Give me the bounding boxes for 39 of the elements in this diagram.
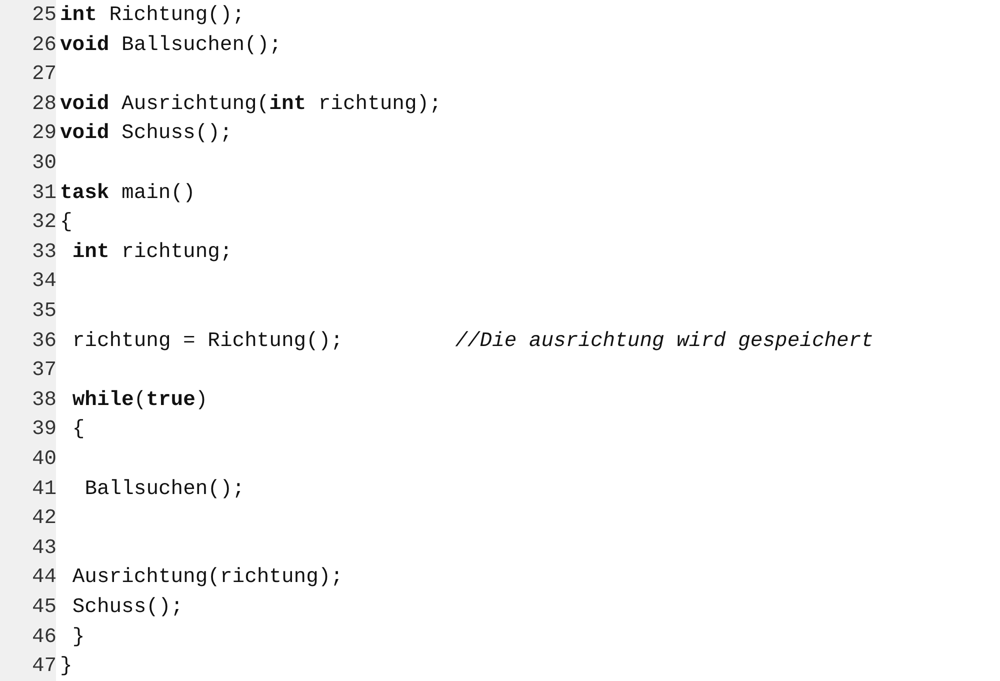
- code-line: void Schuss();: [60, 122, 232, 146]
- line-number: 27: [32, 63, 57, 88]
- line-number: 38: [32, 388, 57, 413]
- line-number: 44: [32, 566, 57, 590]
- line-number: 31: [32, 182, 57, 206]
- code-line: richtung = Richtung();: [72, 330, 343, 354]
- line-number: 47: [32, 655, 57, 680]
- line-number: 46: [32, 626, 57, 650]
- code-line: }: [72, 626, 85, 650]
- line-number: 34: [32, 270, 57, 294]
- line-number: 29: [32, 122, 57, 146]
- code-line: void Ausrichtung(int richtung);: [60, 92, 442, 117]
- code-line: Ballsuchen();: [84, 478, 245, 502]
- code-comment: //Die ausrichtung wird gespeichert: [455, 330, 874, 354]
- line-number: 41: [32, 478, 57, 502]
- line-number: 37: [32, 359, 57, 384]
- line-number: 39: [32, 418, 57, 442]
- line-number: 42: [32, 507, 57, 532]
- code-line: void Ballsuchen();: [60, 34, 282, 58]
- code-line: }: [60, 655, 72, 680]
- code-line: Schuss();: [72, 596, 184, 620]
- line-number: 25: [32, 4, 57, 28]
- line-number: 36: [32, 330, 57, 354]
- line-number: 26: [32, 34, 57, 58]
- code-line: int Richtung();: [60, 4, 245, 28]
- line-number: 30: [32, 152, 57, 176]
- code-line: task main(): [60, 182, 196, 206]
- line-number: 45: [32, 596, 57, 620]
- line-number: 32: [32, 211, 57, 236]
- line-number: 28: [32, 92, 57, 117]
- line-number: 40: [32, 448, 57, 472]
- code-line: while(true): [72, 388, 208, 413]
- code-line: Ausrichtung(richtung);: [72, 566, 343, 590]
- line-number: 43: [32, 536, 57, 561]
- code-line: {: [72, 418, 85, 442]
- line-number: 35: [32, 300, 57, 324]
- code-line: {: [60, 211, 72, 236]
- code-line: int richtung;: [72, 240, 232, 265]
- line-number: 33: [32, 240, 57, 265]
